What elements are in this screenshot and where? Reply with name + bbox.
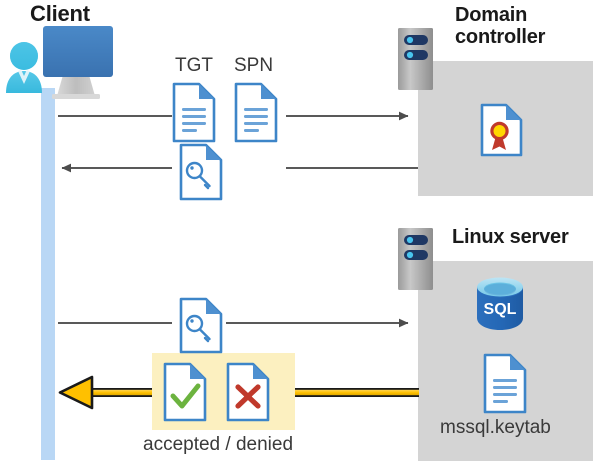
spn-document-lines-icon [234,82,278,143]
svg-text:SQL: SQL [484,301,517,318]
message-4-yellow-arrow [58,375,419,410]
keytab-document-icon [483,353,527,414]
linux-server-title: Linux server [452,226,569,248]
sql-database-icon: SQL [477,277,523,330]
keytab-filename-label: mssql.keytab [440,417,551,438]
tgt-label: TGT [175,55,213,76]
client-ticket-document-key-icon [179,297,223,354]
accepted-denied-label: accepted / denied [143,434,294,455]
domain-controller-title: Domain controller [455,4,546,49]
service-ticket-document-key-icon [179,143,223,201]
spn-label: SPN [234,55,274,76]
tgt-document-lines-icon [172,82,216,143]
linux-server-server-rack-icon [398,228,433,290]
domain-controller-server-rack-icon [398,28,433,90]
denied-document-x-icon [226,362,270,422]
accepted-document-check-icon [163,362,207,422]
client-monitor-user-icon [6,26,113,99]
client-title: Client [30,1,90,26]
client-lifeline [41,88,55,460]
certificate-document-icon [480,103,523,157]
